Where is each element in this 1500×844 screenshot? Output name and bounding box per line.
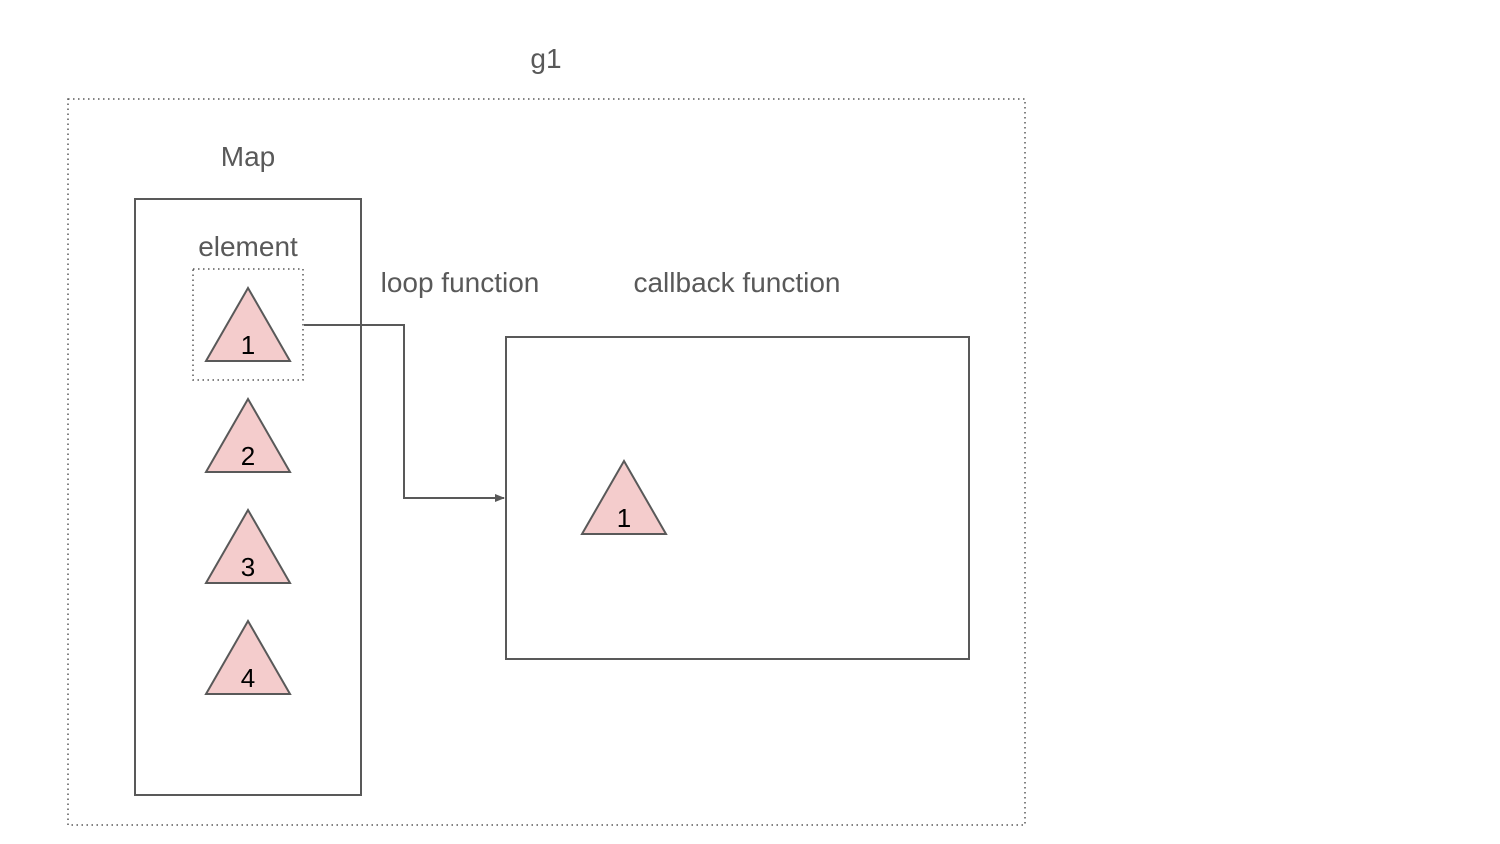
map-item-3: 3 xyxy=(204,507,292,584)
triangle-icon xyxy=(204,507,292,584)
element-label: element xyxy=(198,231,298,262)
map-item-number: 1 xyxy=(241,330,255,360)
triangle-icon xyxy=(204,396,292,473)
group-label: g1 xyxy=(530,43,561,74)
triangle-icon xyxy=(580,458,668,535)
map-item-4: 4 xyxy=(204,618,292,695)
loop-connector-arrow xyxy=(304,324,505,502)
triangle-icon xyxy=(204,285,292,362)
map-container xyxy=(134,198,362,796)
callback-function-label: callback function xyxy=(633,267,840,298)
map-item-1: 1 xyxy=(204,285,292,362)
triangle-icon xyxy=(204,618,292,695)
map-item-2: 2 xyxy=(204,396,292,473)
callback-item: 1 xyxy=(580,458,668,535)
callback-container xyxy=(505,336,970,660)
map-item-number: 3 xyxy=(241,552,255,582)
callback-item-number: 1 xyxy=(617,503,631,533)
group-container xyxy=(67,98,1026,826)
map-item-number: 2 xyxy=(241,441,255,471)
map-item-number: 4 xyxy=(241,663,255,693)
element-highlight-box xyxy=(192,268,304,381)
map-label: Map xyxy=(221,141,275,172)
loop-function-label: loop function xyxy=(381,267,540,298)
